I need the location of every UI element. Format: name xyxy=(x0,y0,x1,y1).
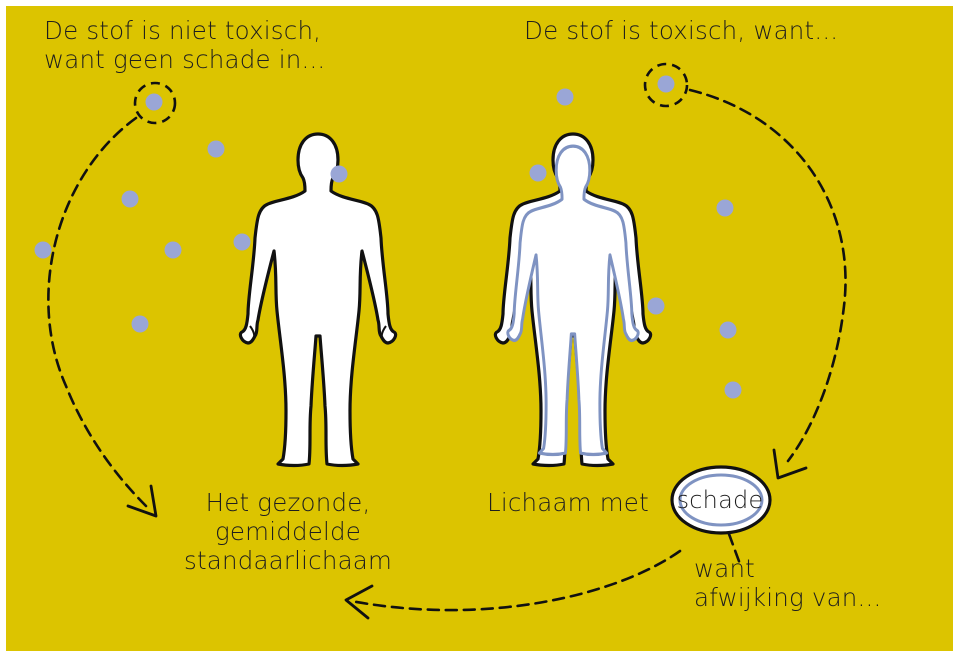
diagram-panel: De stof is niet toxisch, want geen schad… xyxy=(6,6,953,651)
substance-particle-icon xyxy=(648,298,665,315)
substance-particle-icon xyxy=(530,165,547,182)
healthy-caption-line-3: standaarlichaam xyxy=(184,546,392,575)
schade-label: schade xyxy=(672,486,768,515)
healthy-body-caption: Het gezonde, gemiddelde standaarlichaam xyxy=(184,488,392,575)
substance-particle-icon xyxy=(146,94,163,111)
substance-particle-icon xyxy=(165,242,182,259)
substance-particle-icon xyxy=(720,322,737,339)
damaged-body-caption: Lichaam met xyxy=(487,488,649,517)
substance-particle-icon xyxy=(557,89,574,106)
deviation-caption: want afwijking van... xyxy=(694,554,881,612)
healthy-caption-line-1: Het gezonde, xyxy=(184,488,392,517)
left-title: De stof is niet toxisch, want geen schad… xyxy=(44,16,325,74)
right-title: De stof is toxisch, want... xyxy=(524,16,838,45)
substance-particle-icon xyxy=(658,76,675,93)
substance-particle-icon xyxy=(132,316,149,333)
left-title-line-1: De stof is niet toxisch, xyxy=(44,16,325,45)
substance-particle-icon xyxy=(331,166,348,183)
substance-particle-icon xyxy=(234,234,251,251)
left-title-line-2: want geen schade in... xyxy=(44,45,325,74)
deviation-caption-line-2: afwijking van... xyxy=(694,583,881,612)
healthy-caption-line-2: gemiddelde xyxy=(184,517,392,546)
substance-particle-icon xyxy=(725,382,742,399)
substance-particle-icon xyxy=(717,200,734,217)
substance-particle-icon xyxy=(35,242,52,259)
right-title-line-1: De stof is toxisch, want... xyxy=(524,16,838,45)
substance-particle-icon xyxy=(122,191,139,208)
substance-particle-icon xyxy=(208,141,225,158)
deviation-caption-line-1: want xyxy=(694,554,881,583)
